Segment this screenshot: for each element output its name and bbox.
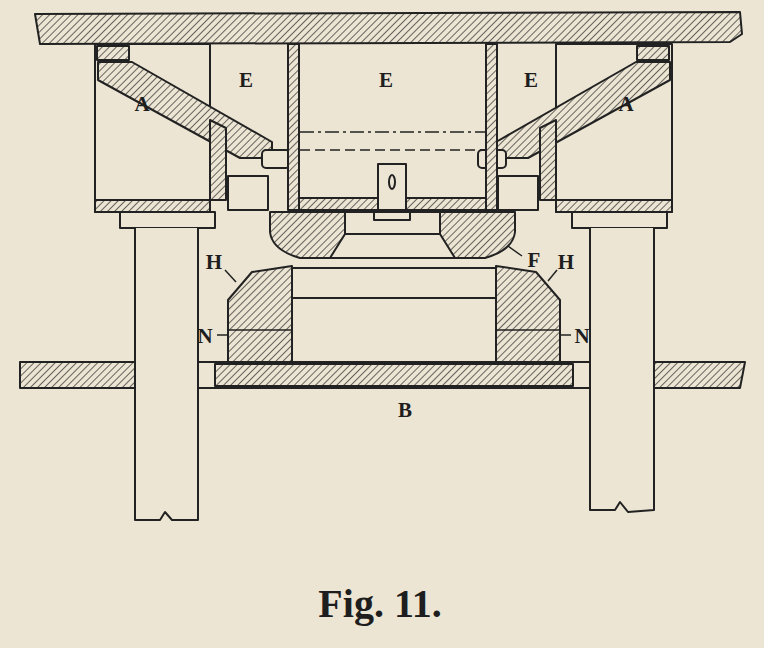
callout-letter: H bbox=[558, 252, 574, 273]
upper-centre-plate bbox=[270, 212, 345, 258]
figure-caption: Fig. 11. bbox=[318, 584, 441, 624]
top-plate bbox=[35, 12, 742, 44]
callout-letter: A bbox=[134, 94, 149, 115]
callout-letter: E bbox=[379, 70, 393, 91]
centre-wall bbox=[288, 44, 299, 210]
callout-letter: B bbox=[398, 400, 412, 421]
centre-wall bbox=[486, 44, 497, 210]
callout-letter: H bbox=[206, 252, 222, 273]
post bbox=[590, 228, 654, 512]
bolster-plate bbox=[20, 362, 135, 388]
callout-letter: N bbox=[197, 326, 212, 347]
callout-letter: N bbox=[574, 326, 589, 347]
sloping-rib bbox=[98, 62, 272, 158]
lower-centre-plate bbox=[228, 266, 292, 362]
callout-letter: E bbox=[524, 70, 538, 91]
callout-letter: F bbox=[528, 250, 541, 271]
sloping-rib bbox=[496, 62, 670, 158]
post bbox=[135, 228, 198, 520]
callout-letter: E bbox=[239, 70, 253, 91]
callout-letter: A bbox=[618, 94, 633, 115]
